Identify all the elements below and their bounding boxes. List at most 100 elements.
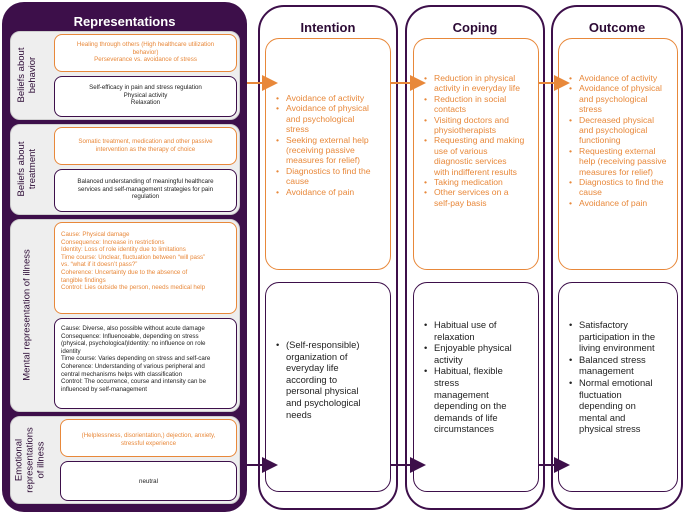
coping-title: Coping — [452, 20, 498, 35]
outcome-maladaptive-box: Avoidance of activityAvoidance of physic… — [558, 38, 678, 270]
list-item-text: physiotherapists — [434, 125, 497, 136]
label-beliefs-behavior: Beliefs about behavior — [16, 47, 38, 103]
list-item-text: Other services on a — [434, 187, 509, 198]
list-item-text: Avoidance of pain — [286, 186, 355, 197]
list-item-text: Requesting external — [579, 145, 656, 156]
mental-adaptive-box: Cause: Diverse, also possible without ac… — [54, 318, 237, 409]
list-item: Taking medication — [424, 177, 534, 188]
behavior-maladaptive-box: Healing through others (High healthcare … — [54, 34, 237, 72]
list-item-text: and psychological — [579, 125, 648, 136]
coping-adaptive-box: Habitual use ofrelaxationEnjoyable physi… — [413, 282, 539, 492]
list-item-text: depending on — [579, 400, 636, 412]
list-item: Habitual, flexiblestressmanagementdepend… — [424, 365, 534, 435]
list-item-text: mental and — [579, 411, 626, 423]
label-mental-representation: Mental representation of illness — [21, 249, 33, 381]
representations-title: Representations — [73, 14, 176, 29]
list-item-text: and psychological — [579, 93, 648, 104]
list-item-text: and psychological — [286, 396, 361, 408]
list-item-text: participation in the — [579, 330, 656, 342]
outcome-title: Outcome — [588, 20, 646, 35]
list-item-text: Taking medication — [434, 177, 503, 188]
list-item-text: measures for relief) — [286, 155, 361, 166]
intention-title: Intention — [300, 20, 356, 35]
list-item-text: Avoidance of pain — [579, 197, 648, 208]
list-item-text: Avoidance of activity — [286, 93, 365, 103]
list-item-text: Habitual, flexible — [434, 365, 503, 377]
intention-maladaptive-box: Avoidance of activityAvoidance of physic… — [265, 38, 391, 270]
list-item: Avoidance of pain — [276, 186, 386, 198]
list-item-text: diagnostic services — [434, 156, 507, 167]
list-item-text: Reduction in social — [434, 93, 507, 104]
list-item-text: Balanced stress — [579, 353, 646, 365]
list-item: Avoidance of pain — [569, 197, 673, 209]
list-item-text: Habitual use of — [434, 319, 497, 330]
list-item-text: stress — [579, 104, 602, 115]
list-item-text: organization of — [286, 350, 348, 362]
list-item-text: help (receiving passive — [579, 156, 667, 167]
list-item-text: fluctuation — [579, 388, 622, 400]
list-item-text: stress — [434, 376, 460, 388]
list-item: Seeking external help(receiving passivem… — [276, 134, 386, 166]
behavior-adaptive-box: Self-efficacy in pain and stress regulat… — [54, 76, 237, 117]
list-item-text: self-pay basis — [434, 197, 487, 208]
list-item: Avoidance of activity — [569, 73, 673, 84]
treatment-maladaptive-box: Somatic treatment, medication and other … — [54, 127, 237, 165]
list-item-text: contacts — [434, 104, 467, 115]
list-item-text: physical stress — [579, 423, 641, 435]
treatment-adaptive-box: Balanced understanding of meaningful hea… — [54, 169, 237, 212]
emotional-maladaptive-box: (Helplessness, disorientation,) dejectio… — [60, 419, 237, 457]
list-item-text: with indifferent results — [434, 166, 517, 177]
list-item-text: Avoidance of activity — [579, 73, 658, 83]
list-item-text: personal physical — [286, 385, 359, 397]
list-item-text: Seeking external help — [286, 134, 369, 145]
list-item-text: management — [434, 388, 489, 400]
list-item-text: according to — [286, 373, 338, 385]
list-item-text: Normal emotional — [579, 376, 653, 388]
list-item-text: needs — [286, 408, 312, 420]
list-item-text: management — [579, 365, 634, 377]
label-emotional-representations: Emotional representations of illness — [13, 427, 47, 493]
list-item-text: everyday life — [286, 362, 339, 374]
list-item: Avoidance of activity — [276, 93, 386, 104]
list-item: (Self-responsible)organization ofeveryda… — [276, 339, 386, 420]
list-item-text: activity — [434, 353, 463, 365]
list-item-text: cause — [286, 176, 309, 187]
list-item-text: Diagnostics to find the — [579, 177, 664, 188]
list-item-text: relaxation — [434, 330, 475, 342]
list-item-text: functioning — [579, 135, 621, 146]
list-item-text: stress — [286, 124, 309, 135]
list-item-text: (Self-responsible) — [286, 339, 360, 350]
list-item-text: living environment — [579, 342, 655, 354]
list-item-text: Diagnostics to find the — [286, 165, 371, 176]
list-item-text: Requesting and making — [434, 135, 525, 146]
mental-maladaptive-box: Cause: Physical damage Consequence: Incr… — [54, 222, 237, 314]
list-item-text: and psychological — [286, 113, 355, 124]
emotional-adaptive-box: neutral — [60, 461, 237, 501]
list-item-text: Reduction in physical — [434, 73, 516, 83]
list-item-text: Decreased physical — [579, 114, 654, 125]
intention-adaptive-box: (Self-responsible)organization ofeveryda… — [265, 282, 391, 492]
label-beliefs-treatment: Beliefs about treatment — [16, 141, 38, 197]
list-item-text: Visiting doctors and — [434, 114, 509, 125]
list-item-text: demands of life — [434, 411, 498, 423]
list-item-text: Avoidance of physical — [579, 83, 662, 94]
list-item-text: (receiving passive — [286, 145, 355, 156]
list-item-text: Avoidance of physical — [286, 103, 369, 114]
list-item-text: cause — [579, 187, 602, 198]
